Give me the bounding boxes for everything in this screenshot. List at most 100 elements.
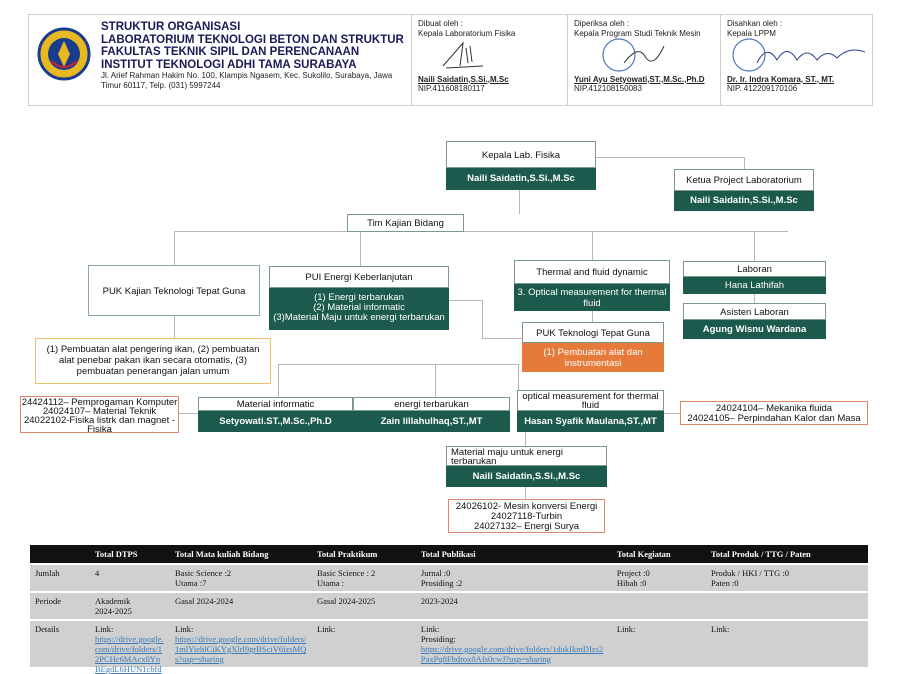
mm-course-1: 24026102- Mesin konversi Energi — [455, 501, 598, 512]
pui-title-box: PUI Energi Keberlanjutan — [269, 266, 449, 288]
om-course-2: 24024105– Perpindahan Kalor dan Masa — [687, 413, 861, 424]
table-header-praktikum: Total Praktikum — [312, 545, 416, 564]
puk-ttg-detail: (1) Pembuatan alat pengering ikan, (2) p… — [46, 344, 260, 377]
mk-drive-link[interactable]: https://drive.google.com/drive/folders/1… — [175, 634, 307, 664]
thermal-item-box: 3. Optical measurement for thermal fluid — [514, 284, 670, 311]
sig2-name: Yuni Ayu Setyowati,ST.,M.Sc.,Ph.D — [574, 74, 705, 84]
mi-name: Setyowati.ST.,M.Sc.,Ph.D — [219, 416, 332, 427]
pui-item-2: (2) Material informatic — [313, 302, 405, 313]
dtps-link-label: Link: — [95, 624, 114, 634]
table-header-kegiatan: Total Kegiatan — [611, 545, 706, 564]
mm-courses-box: 24026102- Mesin konversi Energi 24027118… — [448, 499, 605, 533]
signature-approver: Disahkan oleh : Kepala LPPM Dr. Ir. Indr… — [720, 15, 872, 105]
pui-item-1: (1) Energi terbarukan — [314, 292, 404, 303]
puk-tg-title-box: PUK Teknologi Tepat Guna — [522, 322, 664, 343]
stamp-and-signature-3 — [732, 38, 866, 72]
sig1-role: Kepala Laboratorium Fisika — [418, 28, 516, 38]
kepala-lab-title-box: Kepala Lab. Fisika — [446, 141, 596, 168]
cell: Gasal 2024-2025 — [312, 591, 416, 620]
sig1-nip: NIP.411608180117 — [418, 84, 485, 93]
om-title: optical measurement for thermal fluid — [522, 391, 659, 411]
cell: Project :0 Hibah :0 — [611, 563, 706, 592]
cell: Gasal 2024-2024 — [170, 591, 312, 620]
tim-kajian-box: Tim Kajian Bidang — [347, 214, 464, 232]
org-title-1: STRUKTUR ORGANISASI — [101, 21, 241, 33]
om-name: Hasan Syafik Maulana,ST.,MT — [524, 416, 657, 427]
institute-logo — [37, 27, 91, 81]
signature-mark-1 — [442, 41, 484, 69]
cell: Akademik 2024-2025 — [90, 591, 170, 620]
sig3-label: Disahkan oleh : — [727, 19, 783, 28]
signature-creator: Dibuat oleh : Kepala Laboratorium Fisika… — [411, 15, 567, 105]
pui-items-box: (1) Energi terbarukan (2) Material infor… — [269, 288, 449, 330]
laboran-name: Hana Lathifah — [724, 280, 785, 291]
cell — [706, 591, 868, 620]
asisten-title: Asisten Laboran — [720, 307, 789, 318]
et-title: energi terbarukan — [394, 399, 469, 410]
thermal-item: 3. Optical measurement for thermal fluid — [517, 287, 667, 309]
thermal-title: Thermal and fluid dynamic — [536, 267, 648, 278]
sig3-name: Dr. Ir. Indra Komara, ST., MT. — [727, 74, 835, 84]
sig1-label: Dibuat oleh : — [418, 19, 463, 28]
tim-kajian-label: Tim Kajian Bidang — [367, 218, 444, 229]
mm-course-3: 24027132– Energi Surya — [473, 521, 580, 532]
cell — [611, 591, 706, 620]
mm-name: Naili Saidatin,S.Si.,M.Sc — [472, 471, 581, 482]
mm-title: Material maju untuk energi terbarukan — [451, 447, 563, 467]
et-name-box: Zain lillahulhaq,ST.,MT — [353, 411, 510, 432]
mi-title: Material informatic — [236, 399, 315, 410]
mm-name-box: Naili Saidatin,S.Si.,M.Sc — [446, 466, 607, 487]
puk-tg-item-box: (1) Pembuatan alat dan instrumentasi — [522, 343, 664, 372]
cell: Basic Science :2 Utama :7 — [170, 563, 312, 592]
sig2-label: Diperiksa oleh : — [574, 19, 630, 28]
ketua-project-name-box: Naili Saidatin,S.Si.,M.Sc — [674, 191, 814, 211]
mi-courses-box: 24424112– Pemprogaman Komputer 24024107–… — [20, 396, 179, 435]
table-header-produk: Total Produk / TTG / Paten — [706, 545, 868, 564]
kepala-lab-name: Naili Saidatin,S.Si.,M.Sc — [467, 173, 575, 184]
mm-title-box: Material maju untuk energi terbarukan — [446, 446, 607, 466]
ketua-project-title: Ketua Project Laboratorium — [686, 175, 802, 186]
kepala-lab-name-box: Naili Saidatin,S.Si.,M.Sc — [446, 168, 596, 190]
document-header: STRUKTUR ORGANISASI LABORATORIUM TEKNOLO… — [28, 14, 873, 106]
org-address: Jl. Arief Rahman Hakim No. 100, Klampis … — [101, 71, 393, 90]
om-title-box: optical measurement for thermal fluid — [517, 390, 664, 411]
table-header-row: Total DTPS Total Mata kuliah Bidang Tota… — [30, 545, 868, 564]
stamp-and-signature-2 — [602, 38, 665, 72]
kepala-lab-title: Kepala Lab. Fisika — [481, 150, 561, 161]
table-row: Details Link: https://drive.google.com/d… — [30, 619, 868, 674]
cell: Link: — [312, 619, 416, 667]
cell: Link: https://drive.google.com/drive/fol… — [90, 619, 170, 674]
table-header-dtps: Total DTPS — [90, 545, 170, 564]
mi-course-2: 24024107– Material Teknik — [42, 406, 157, 417]
org-title-4: INSTITUT TEKNOLOGI ADHI TAMA SURABAYA — [101, 58, 357, 71]
mk-link-label: Link: — [175, 624, 194, 634]
pub-drive-link[interactable]: https://drive.google.com/drive/folders/1… — [420, 644, 604, 664]
cell: Link: — [611, 619, 706, 667]
row-label-jumlah: Jumlah — [30, 563, 90, 592]
mi-title-box: Material informatic — [198, 397, 353, 411]
puk-tg-item: (1) Pembuatan alat dan instrumentasi — [543, 347, 643, 369]
laboran-title: Laboran — [737, 264, 772, 275]
table-row: Periode Akademik 2024-2025 Gasal 2024-20… — [30, 591, 868, 620]
dtps-drive-link[interactable]: https://drive.google.com/drive/folders/1… — [95, 634, 164, 674]
puk-tg-title: PUK Teknologi Tepat Guna — [536, 328, 650, 339]
asisten-name: Agung Wisnu Wardana — [702, 324, 807, 335]
sig1-name: Naili Saidatin,S.Si.,M.Sc — [418, 74, 509, 84]
cell: Link: — [706, 619, 868, 667]
mi-name-box: Setyowati.ST.,M.Sc.,Ph.D — [198, 411, 353, 432]
table-header-publikasi: Total Publikasi — [415, 545, 612, 564]
sig3-nip: NIP. 412209170106 — [727, 84, 798, 93]
puk-ttg-detail-box: (1) Pembuatan alat pengering ikan, (2) p… — [35, 338, 271, 384]
pub-prosiding-label: Prosiding: — [420, 634, 456, 644]
laboran-title-box: Laboran — [683, 261, 826, 277]
asisten-name-box: Agung Wisnu Wardana — [683, 320, 826, 339]
mi-course-1: 24424112– Pemprogaman Komputer — [21, 397, 178, 408]
ketua-project-name: Naili Saidatin,S.Si.,M.Sc — [690, 195, 798, 206]
cell: Link: Prosiding: https://drive.google.co… — [415, 619, 612, 667]
et-name: Zain lillahulhaq,ST.,MT — [380, 416, 483, 427]
pub-link-label: Link: — [420, 624, 440, 634]
om-course-1: 24024104– Mekanika fluida — [715, 403, 833, 414]
mi-course-3: 24022102-Fisika listrk dan magnet -Fisik… — [23, 415, 176, 435]
cell: Link: https://drive.google.com/drive/fol… — [170, 619, 312, 667]
om-name-box: Hasan Syafik Maulana,ST.,MT — [517, 411, 664, 432]
